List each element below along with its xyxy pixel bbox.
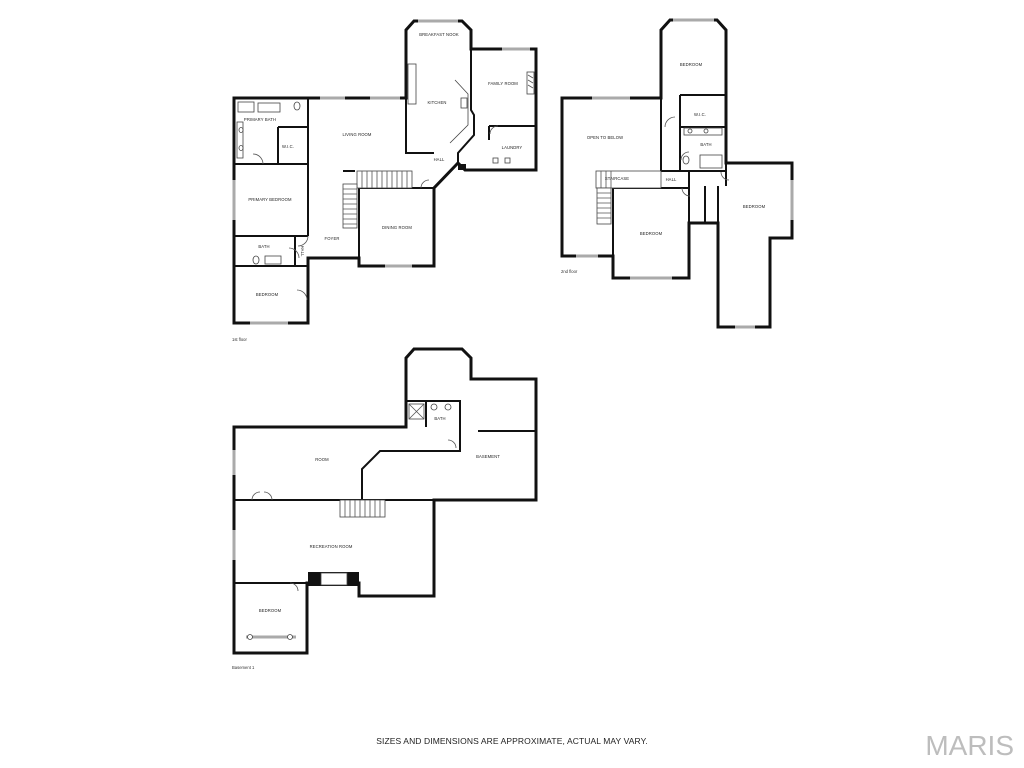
room-bedroom-label: BEDROOM [256,292,279,297]
room-hall-label: HALL [666,177,677,182]
brand-logo: MARIS [925,730,1014,761]
room-bedroom-1-label: BEDROOM [680,62,703,67]
disclaimer-text: SIZES AND DIMENSIONS ARE APPROXIMATE, AC… [376,736,648,746]
room-primary-bath-label: PRIMARY BATH [244,117,276,122]
room-hall-2-label: HALL [300,246,305,257]
second-floor-stairs [595,170,662,225]
room-breakfast-nook-label: BREAKFAST NOOK [419,32,459,37]
room-bath-label: BATH [700,142,711,147]
room-wic-label: W.I.C. [694,112,706,117]
room-recreation-room-label: RECREATION ROOM [310,544,353,549]
basement-floor-label: Basement 1 [232,665,255,670]
room-laundry-label: LAUNDRY [502,145,523,150]
room-bedroom-3-label: BEDROOM [743,204,766,209]
room-bath-label: BATH [434,416,445,421]
room-bedroom-2-label: BEDROOM [640,231,663,236]
room-room-label: ROOM [315,457,329,462]
room-primary-bedroom-label: PRIMARY BEDROOM [248,197,292,202]
first-floor-stairs [342,170,413,229]
room-basement-label: BASEMENT [476,454,500,459]
first-floor-plan: BREAKFAST NOOK KITCHEN FAMILY ROOM PRIMA… [232,19,538,342]
second-floor-label: 2nd floor [561,269,578,274]
room-staircase-label: STAIRCASE [605,176,629,181]
room-bedroom-label: BEDROOM [259,608,282,613]
room-hall-label: HALL [434,157,445,162]
basement-stairs [339,499,386,518]
room-bath-label: BATH [258,244,269,249]
room-foyer-label: FOYER [325,236,340,241]
basement-plan: BATH ROOM BASEMENT RECREATION ROOM BEDRO… [232,347,538,670]
room-living-room-label: LIVING ROOM [342,132,371,137]
room-dining-room-label: DINING ROOM [382,225,412,230]
room-family-room-label: FAMILY ROOM [488,81,518,86]
room-primary-wic-label: W.I.C. [282,144,294,149]
second-floor-plan: BEDROOM W.I.C. OPEN TO BELOW BATH STAIRC… [560,18,794,329]
first-floor-label: 1st floor [232,337,248,342]
room-kitchen-label: KITCHEN [427,100,446,105]
room-open-to-below-label: OPEN TO BELOW [587,135,623,140]
